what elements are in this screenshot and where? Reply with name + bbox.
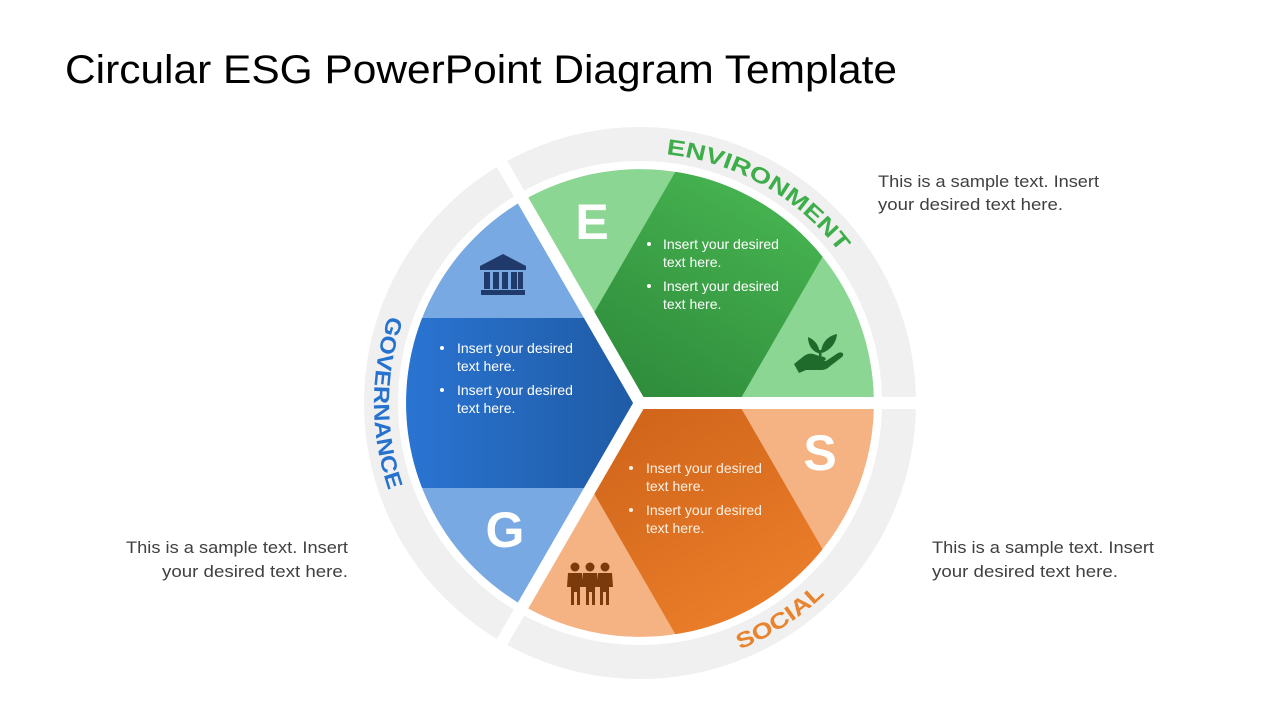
governance-side-note: This is a sample text. Insert your desir…	[126, 538, 348, 581]
bullet-text: Insert your desired	[663, 236, 779, 252]
bullet-item: Insert your desired text here.	[629, 460, 762, 494]
bullet-dot	[629, 508, 633, 512]
bullet-dot	[440, 346, 444, 350]
bullet-dot	[647, 242, 651, 246]
bullet-text: Insert your desired	[646, 460, 762, 476]
bullet-dot	[629, 466, 633, 470]
environment-bullets: Insert your desired text here. Insert yo…	[647, 236, 779, 312]
bullet-text: text here.	[646, 478, 704, 494]
bullet-text: Insert your desired	[457, 340, 573, 356]
side-note-line: your desired text here.	[162, 562, 348, 581]
bullet-text: Insert your desired	[646, 502, 762, 518]
bullet-text: text here.	[663, 254, 721, 270]
sector-separators	[492, 153, 925, 653]
environment-letter: E	[575, 194, 608, 250]
bullet-item: Insert your desired text here.	[440, 340, 573, 374]
bank-building-icon	[480, 254, 526, 295]
side-note-line: your desired text here.	[932, 562, 1118, 581]
bullet-item: Insert your desired text here.	[647, 278, 779, 312]
environment-side-note: This is a sample text. Insert your desir…	[878, 172, 1099, 214]
social-letter: S	[803, 425, 836, 481]
bullet-text: text here.	[663, 296, 721, 312]
social-side-note: This is a sample text. Insert your desir…	[932, 538, 1154, 581]
bullet-item: Insert your desired text here.	[440, 382, 573, 416]
governance-bullets: Insert your desired text here. Insert yo…	[440, 340, 573, 416]
governance-letter: G	[486, 502, 525, 558]
side-note-line: This is a sample text. Insert	[126, 538, 348, 557]
bullet-text: text here.	[457, 358, 515, 374]
bullet-text: text here.	[646, 520, 704, 536]
bullet-text: text here.	[457, 400, 515, 416]
people-group-icon	[567, 562, 613, 605]
plant-in-hand-icon	[794, 334, 844, 373]
bullet-item: Insert your desired text here.	[647, 236, 779, 270]
bullet-dot	[440, 388, 444, 392]
page-title: Circular ESG PowerPoint Diagram Template	[65, 48, 897, 92]
social-bullets: Insert your desired text here. Insert yo…	[629, 460, 762, 536]
side-note-line: This is a sample text. Insert	[878, 172, 1099, 191]
side-note-line: This is a sample text. Insert	[932, 538, 1154, 557]
bullet-dot	[647, 284, 651, 288]
bullet-text: Insert your desired	[663, 278, 779, 294]
bullet-text: Insert your desired	[457, 382, 573, 398]
side-note-line: your desired text here.	[878, 195, 1063, 214]
bullet-item: Insert your desired text here.	[629, 502, 762, 536]
